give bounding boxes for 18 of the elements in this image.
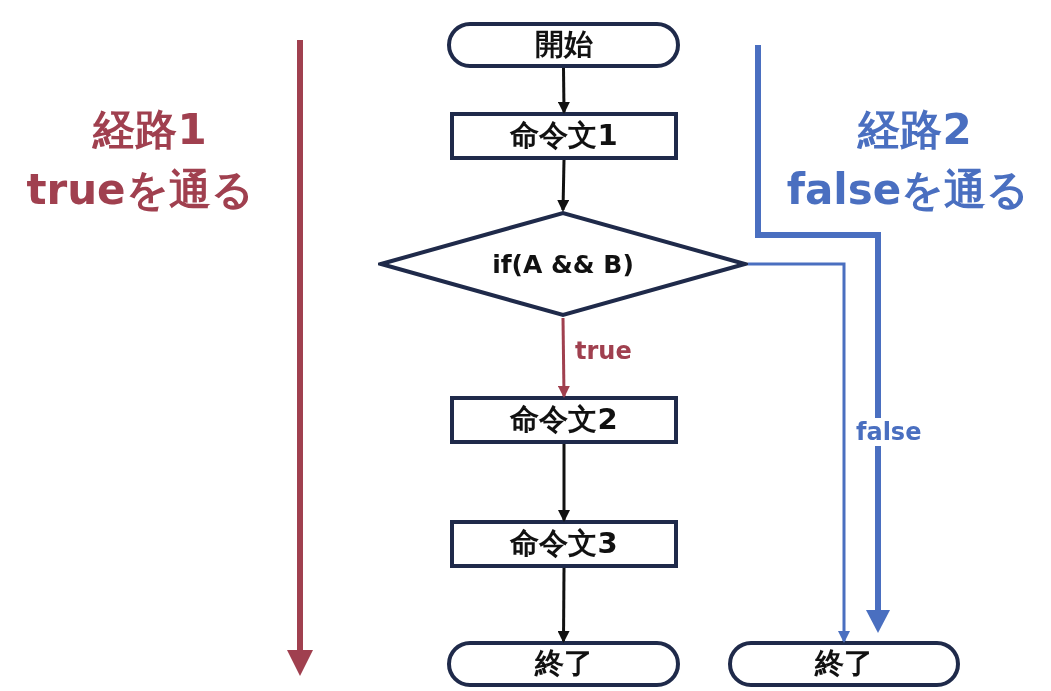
path-caption: 経路1 (93, 104, 207, 156)
path-caption: 経路2 (858, 104, 972, 156)
arrow (557, 68, 570, 114)
arrow (748, 262, 850, 643)
path-caption: trueを通る (26, 164, 254, 216)
arrow (558, 444, 570, 522)
decision-diamond: if(A && B) (378, 210, 748, 318)
arrow (557, 568, 570, 643)
arrow (557, 159, 570, 212)
terminal-box: 開始 (447, 22, 680, 68)
terminal-box: 終了 (728, 641, 960, 687)
terminal-box: 終了 (447, 641, 680, 687)
path-caption: falseを通る (786, 164, 1030, 216)
edge-label: false (854, 417, 924, 446)
arrow (557, 317, 570, 398)
process-box: 命令文2 (450, 396, 678, 444)
process-box: 命令文1 (450, 112, 678, 160)
process-box: 命令文3 (450, 520, 678, 568)
